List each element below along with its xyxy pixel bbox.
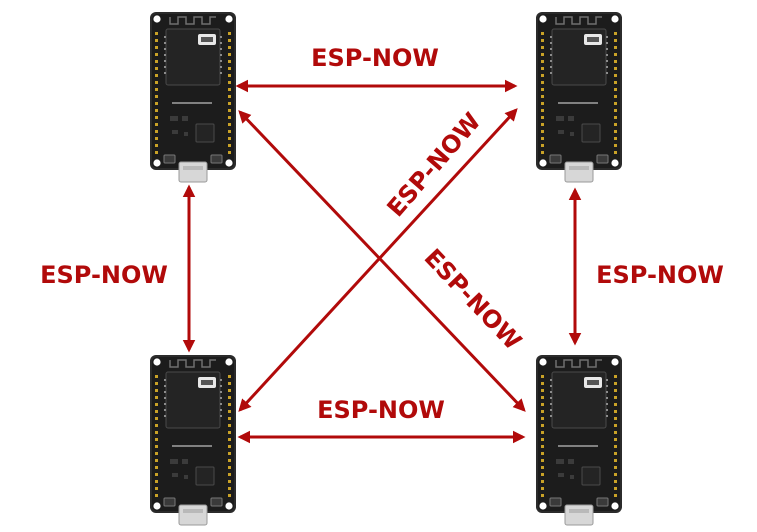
link-diag-down-label: ESP-NOW [419, 244, 527, 356]
link-bottom-label: ESP-NOW [317, 396, 445, 424]
board-top-right [535, 11, 623, 183]
link-left-label: ESP-NOW [40, 261, 168, 289]
board-top-left [149, 11, 237, 183]
link-right-label: ESP-NOW [596, 261, 724, 289]
link-diag-up-label: ESP-NOW [381, 107, 486, 222]
link-diag-down-arrow [238, 110, 526, 412]
board-bottom-left [149, 354, 237, 526]
board-bottom-right [535, 354, 623, 526]
link-top-label: ESP-NOW [311, 44, 439, 72]
